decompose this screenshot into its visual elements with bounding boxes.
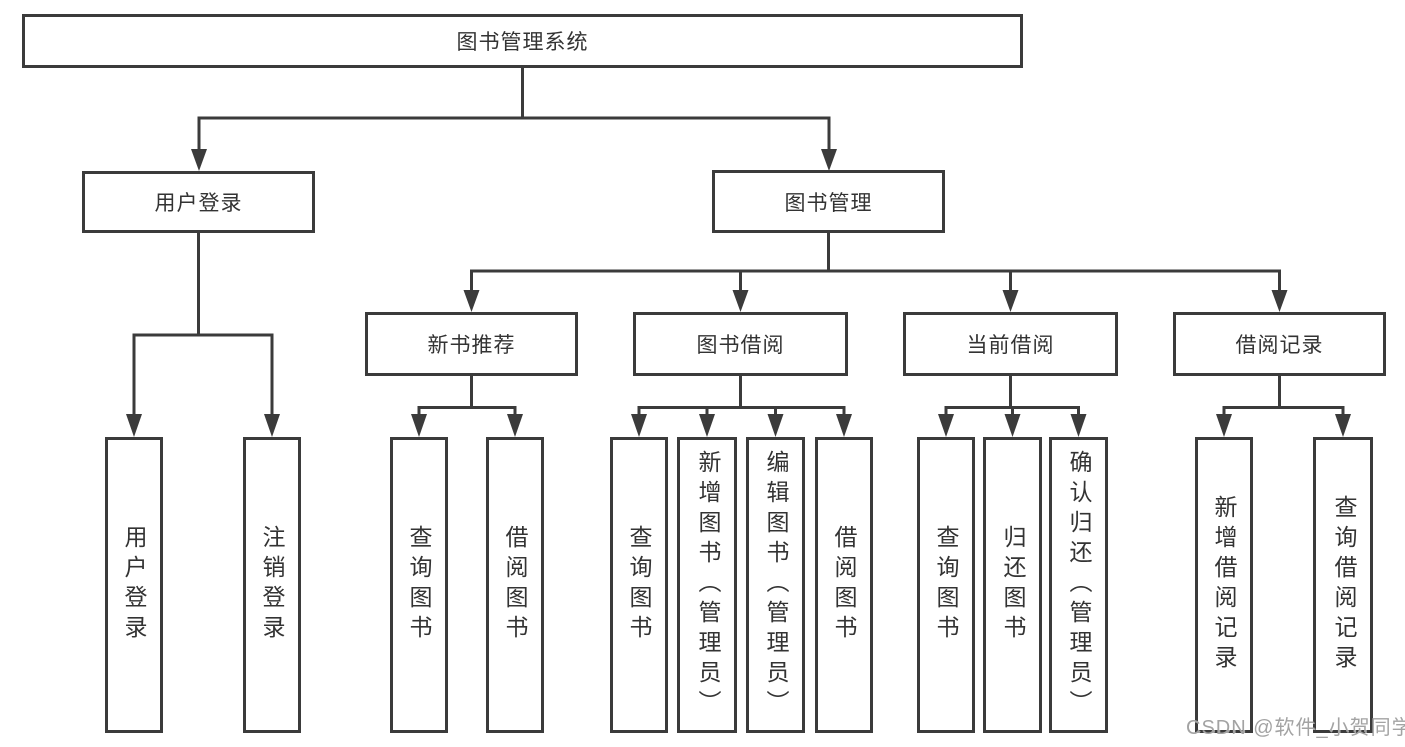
leaf-rec-borrow-books: 借阅图书	[486, 437, 544, 733]
arrowhead-icon	[938, 414, 954, 437]
arrowhead-icon	[1216, 414, 1232, 437]
node-borrowing-records: 借阅记录	[1173, 312, 1386, 376]
node-library-management-system: 图书管理系统	[22, 14, 1023, 68]
edge	[1222, 376, 1345, 416]
arrowhead-icon	[699, 414, 715, 437]
arrowhead-icon	[1271, 290, 1288, 312]
edge	[470, 233, 1281, 291]
leaf-borrow-query-books: 查询图书	[610, 437, 668, 733]
edge	[197, 68, 831, 150]
node-book-borrowing: 图书借阅	[633, 312, 848, 376]
arrowhead-icon	[1335, 414, 1351, 437]
arrowhead-icon	[836, 414, 852, 437]
arrowhead-icon	[264, 414, 280, 437]
leaf-borrow-borrow-books: 借阅图书	[815, 437, 873, 733]
leaf-current-return-books: 归还图书	[983, 437, 1042, 733]
edge	[132, 233, 274, 415]
leaf-user-login: 用户登录	[105, 437, 163, 733]
leaf-records-add-borrow-record: 新增借阅记录	[1195, 437, 1253, 733]
connector-new-book-rec-children	[411, 376, 523, 437]
csdn-watermark: CSDN @软件_小贺同学	[1186, 717, 1405, 739]
node-new-book-recommendation: 新书推荐	[365, 312, 578, 376]
arrowhead-icon	[732, 290, 749, 312]
edge	[637, 376, 846, 416]
leaf-borrow-add-books-admin: 新增图书（管理员）	[677, 437, 737, 733]
leaf-logout: 注销登录	[243, 437, 301, 733]
arrowhead-icon	[463, 290, 480, 312]
leaf-current-confirm-return-admin: 确认归还（管理员）	[1049, 437, 1108, 733]
arrowhead-icon	[411, 414, 427, 437]
connector-root-to-level2	[191, 68, 837, 171]
leaf-records-query-borrow-record: 查询借阅记录	[1313, 437, 1373, 733]
arrowhead-icon	[767, 414, 784, 437]
arrowhead-icon	[1004, 414, 1021, 437]
arrowhead-icon	[821, 149, 837, 171]
arrowhead-icon	[1002, 290, 1019, 312]
arrowhead-icon	[191, 149, 207, 171]
arrowhead-icon	[126, 414, 142, 437]
node-book-management: 图书管理	[712, 170, 945, 233]
edge	[944, 376, 1080, 416]
connector-borrow-records-children	[1216, 376, 1351, 437]
connector-current-borrowing-children	[938, 376, 1087, 437]
node-user-login: 用户登录	[82, 171, 315, 233]
leaf-current-query-books: 查询图书	[917, 437, 975, 733]
leaf-rec-query-books: 查询图书	[390, 437, 448, 733]
arrowhead-icon	[631, 414, 647, 437]
connector-book-borrowing-children	[631, 376, 852, 437]
edge	[417, 376, 517, 416]
leaf-borrow-edit-books-admin: 编辑图书（管理员）	[746, 437, 805, 733]
connector-book-mgmt-children	[463, 233, 1288, 312]
connector-user-login-children	[126, 233, 280, 437]
node-current-borrowing: 当前借阅	[903, 312, 1118, 376]
arrowhead-icon	[507, 414, 523, 437]
arrowhead-icon	[1070, 414, 1087, 437]
